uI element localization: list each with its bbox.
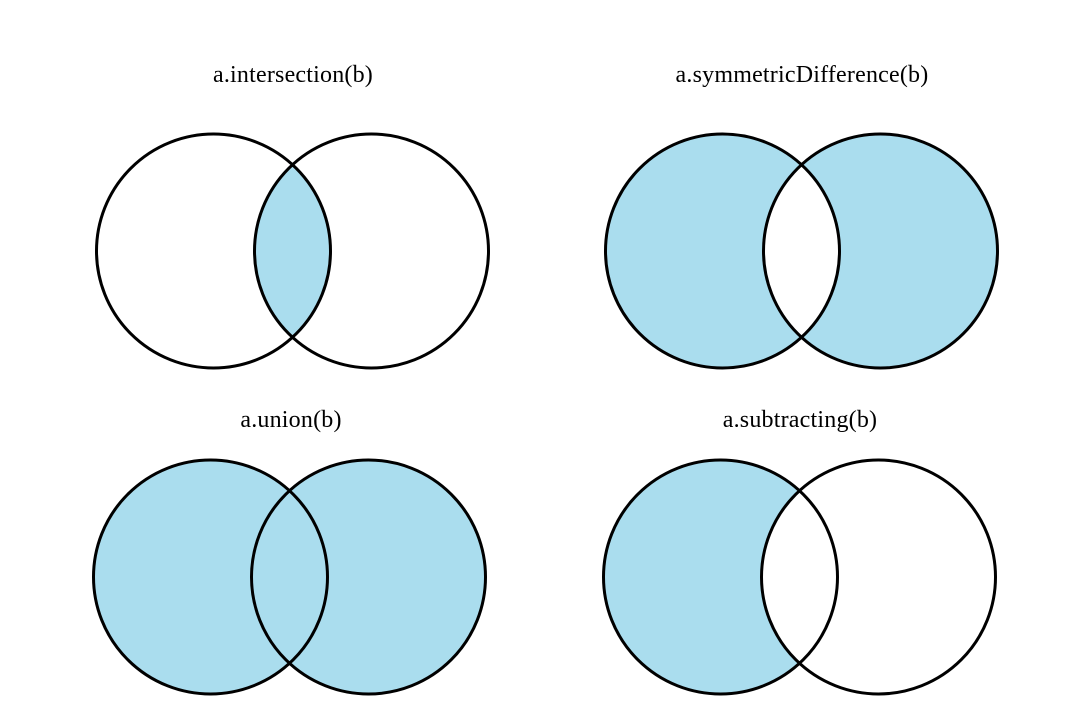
venn-union-diagram bbox=[92, 458, 487, 696]
panel-title-intersection: a.intersection(b) bbox=[213, 62, 373, 88]
set-a-circle-outline bbox=[604, 132, 841, 370]
panel-title-symmetric-difference: a.symmetricDifference(b) bbox=[675, 62, 929, 88]
venn-symmetric-difference-diagram bbox=[604, 132, 999, 370]
set-b-circle-outline bbox=[250, 458, 487, 696]
intersection-region bbox=[251, 460, 328, 694]
intersection-region bbox=[761, 460, 838, 694]
venn-intersection-diagram bbox=[95, 132, 490, 370]
set-a-circle-outline bbox=[92, 458, 329, 696]
venn-subtracting-diagram bbox=[602, 458, 997, 696]
set-b-circle-outline bbox=[760, 458, 997, 696]
panel-title-subtracting: a.subtracting(b) bbox=[722, 407, 878, 433]
set-b-circle-outline bbox=[762, 132, 999, 370]
intersection-region bbox=[763, 134, 840, 368]
set-a-circle-outline bbox=[602, 458, 839, 696]
panel-title-union: a.union(b) bbox=[240, 407, 342, 433]
set-a-circle-outline bbox=[95, 132, 332, 370]
set-b-circle-outline bbox=[253, 132, 490, 370]
intersection-region bbox=[254, 134, 331, 368]
